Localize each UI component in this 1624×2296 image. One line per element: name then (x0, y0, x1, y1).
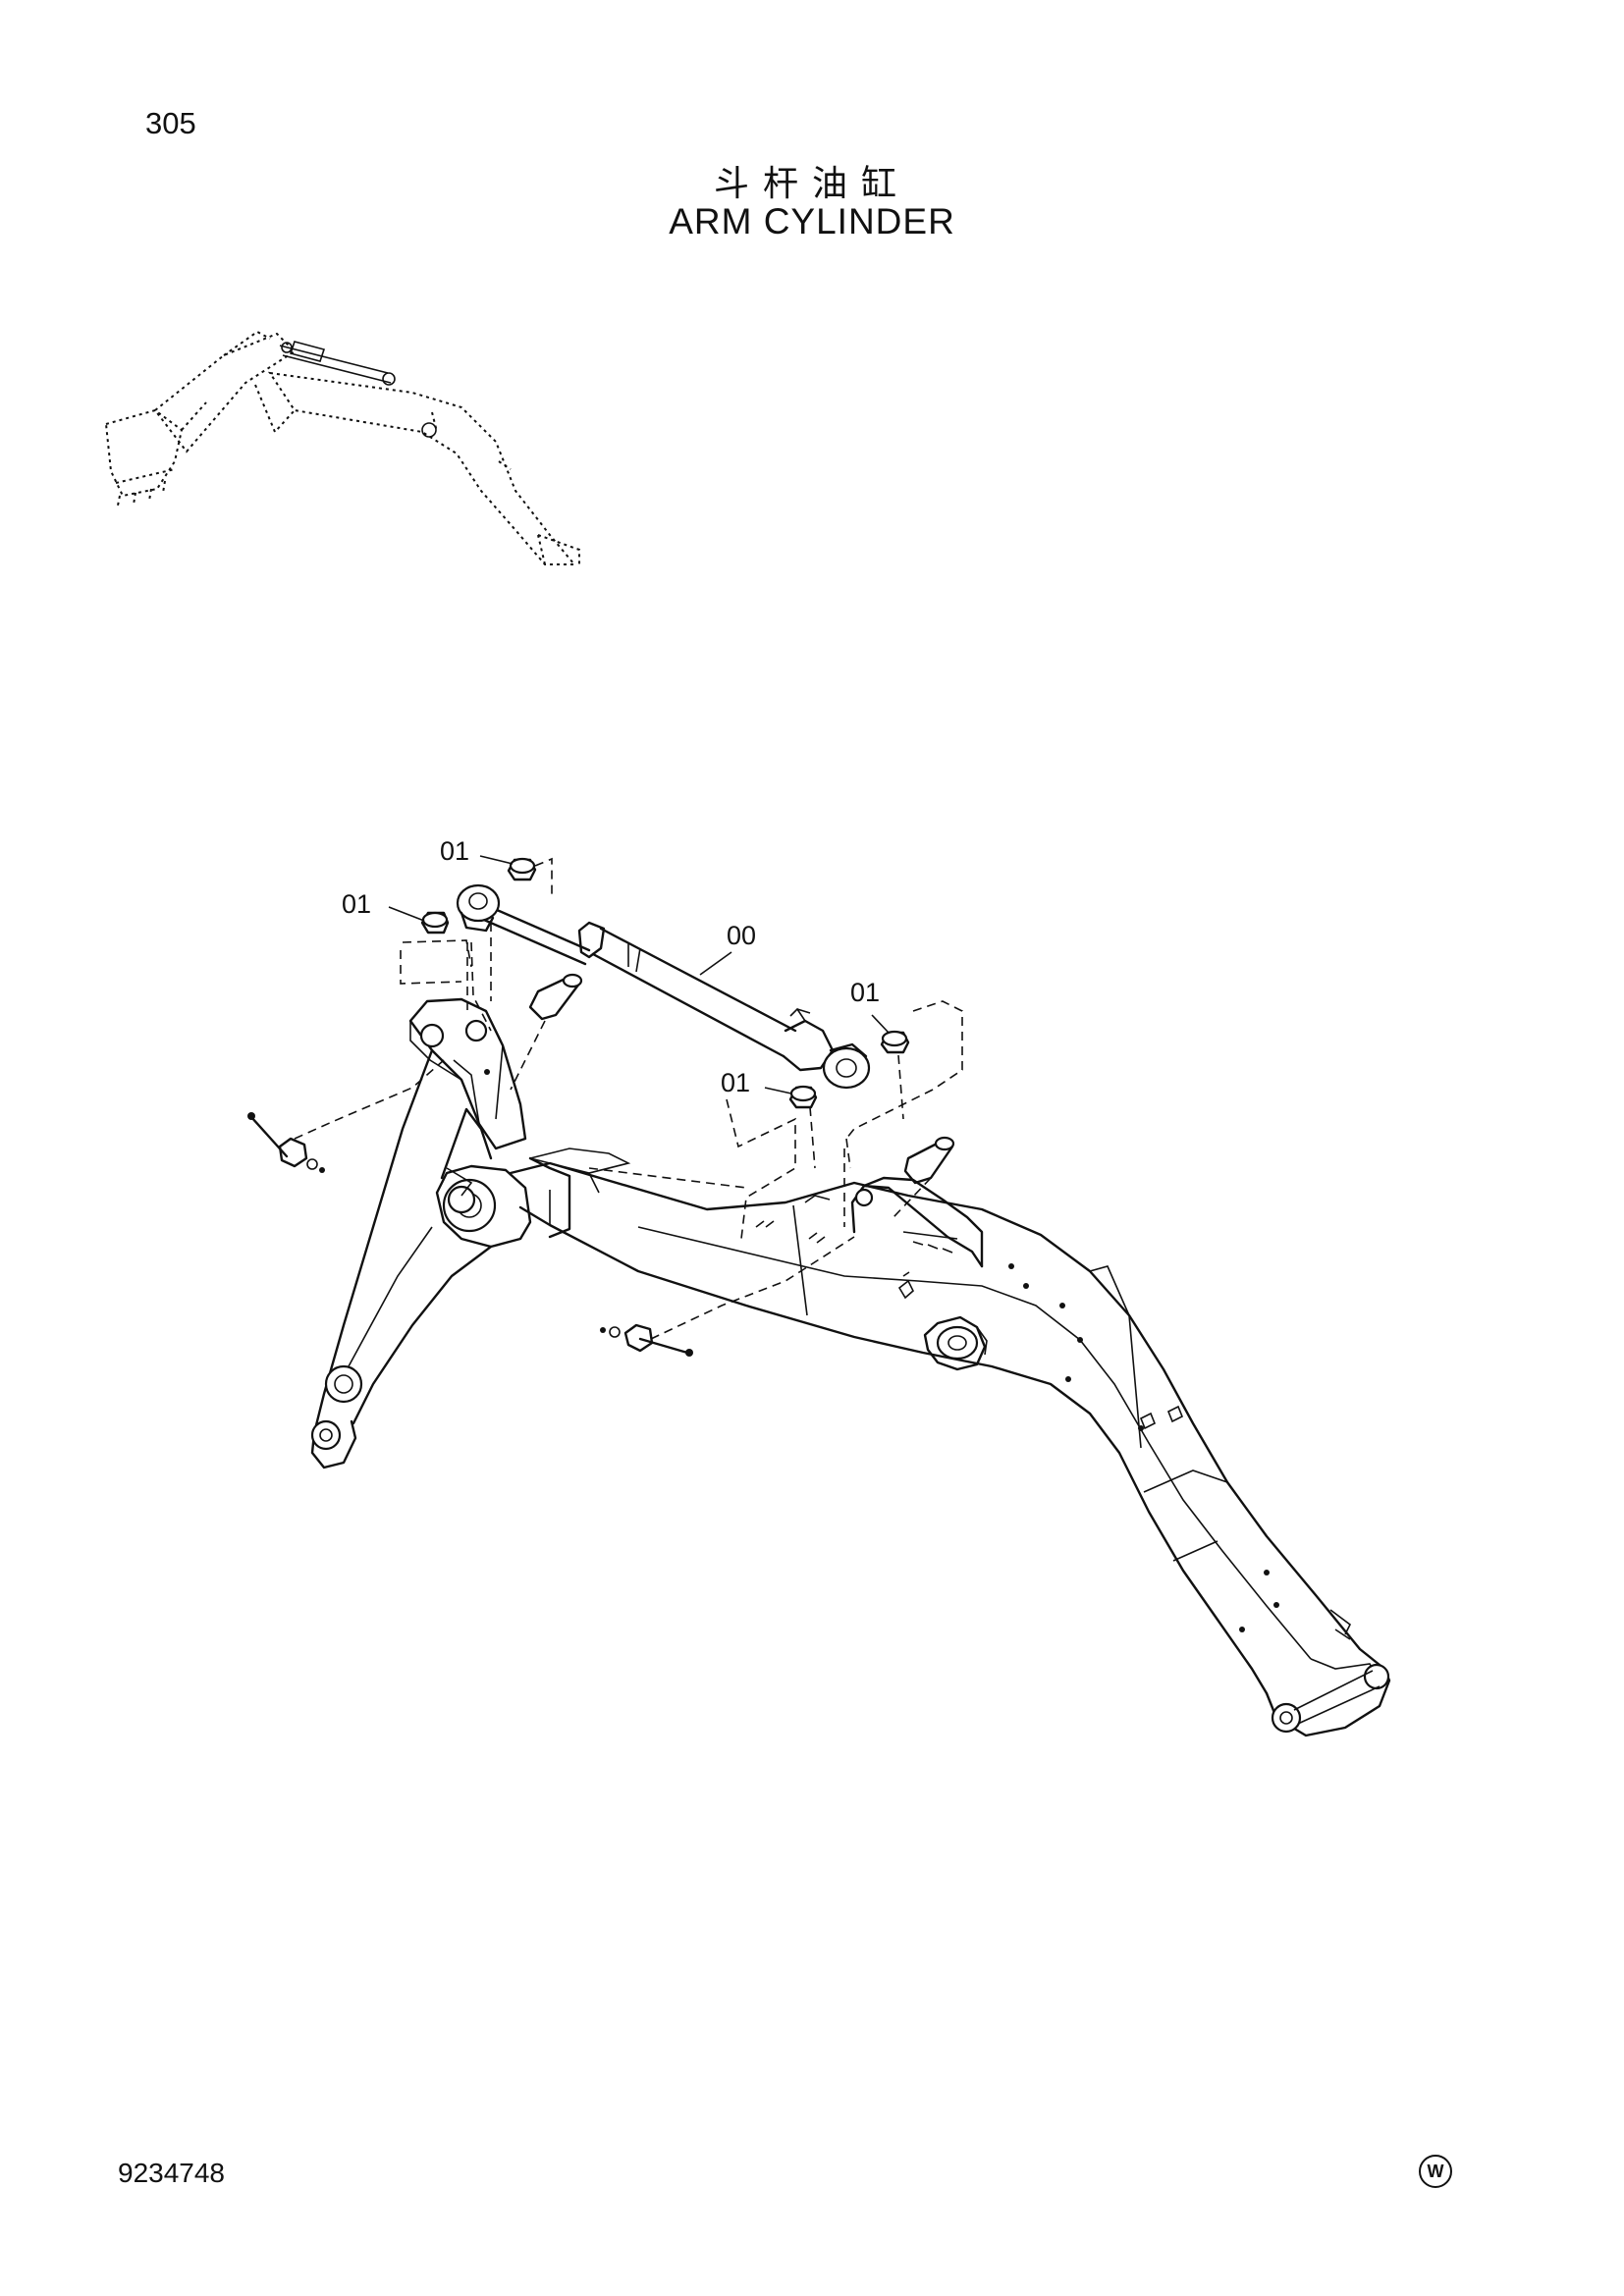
callout-leaders (388, 855, 890, 1095)
page-number: 305 (145, 106, 196, 140)
callout-label: 01 (342, 889, 371, 919)
arm-assembly (310, 997, 1391, 1737)
arm-holes (755, 1220, 1279, 1632)
assembly-guides (294, 857, 963, 1340)
arm-cylinder-part (456, 883, 871, 1090)
document-code: 9234748 (118, 2158, 226, 2188)
callout-label: 00 (727, 921, 756, 950)
overview-thumbnail (104, 330, 580, 565)
callout-label: 01 (440, 836, 469, 866)
callout-label: 01 (850, 978, 880, 1007)
w-mark: W (1419, 2155, 1452, 2188)
callout-label: 01 (721, 1068, 750, 1097)
title-english: ARM CYLINDER (669, 201, 955, 241)
title-chinese: 斗杆油缸 (713, 164, 910, 204)
hardware (247, 857, 955, 1357)
